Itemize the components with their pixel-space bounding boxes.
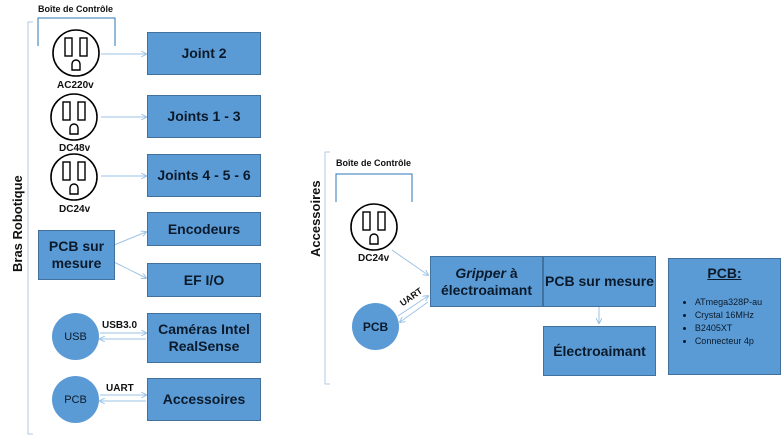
outlet-icon xyxy=(50,153,98,201)
outlet-label: DC48v xyxy=(59,143,91,154)
joints-4-5-6-box: Joints 4 - 5 - 6 xyxy=(147,154,261,197)
pcb-info-item: Connecteur 4p xyxy=(695,335,762,348)
control-box-label: Boîte de Contrôle xyxy=(336,158,412,168)
usb-circle: USB xyxy=(52,313,99,360)
usb-link-label: USB3.0 xyxy=(102,320,138,331)
gripper-box: Gripper à électroaimant xyxy=(430,256,543,307)
pcb-info-box: PCB: ATmega328P-au Crystal 16MHz B2405XT… xyxy=(668,258,781,375)
pcb-sur-mesure-box: PCB sur mesure xyxy=(38,230,115,280)
outlet-icon xyxy=(50,93,98,141)
outlet-icon xyxy=(350,203,398,251)
outlet-label: AC220v xyxy=(57,80,94,91)
pcb-sur-mesure-box: PCB sur mesure xyxy=(543,256,656,307)
outlet-label: DC24v xyxy=(59,204,91,215)
section-title-accessoires: Accessoires xyxy=(308,180,323,257)
gripper-rest: à électroaimant xyxy=(440,264,533,298)
pcb-circle: PCB xyxy=(52,376,99,423)
gripper-italic: Gripper xyxy=(455,264,506,281)
outlet-label: DC24v xyxy=(358,253,390,264)
pcb-info-title: PCB: xyxy=(707,265,742,281)
uart-link-label: UART xyxy=(106,383,134,394)
pcb-info-item: ATmega328P-au xyxy=(695,296,762,309)
outlet-icon xyxy=(52,29,100,77)
section-title-bras: Bras Robotique xyxy=(10,175,25,272)
pcb-info-item: Crystal 16MHz xyxy=(695,309,762,322)
pcb-circle: PCB xyxy=(352,303,399,350)
accessoires-box: Accessoires xyxy=(147,378,261,421)
ef-io-box: EF I/O xyxy=(147,263,261,297)
encodeurs-box: Encodeurs xyxy=(147,212,261,246)
joints-1-3-box: Joints 1 - 3 xyxy=(147,95,261,138)
control-box-label: Boîte de Contrôle xyxy=(38,4,114,14)
electroaimant-box: Électroaimant xyxy=(543,326,656,376)
pcb-info-item: B2405XT xyxy=(695,322,762,335)
cameras-box: Caméras Intel RealSense xyxy=(147,313,261,363)
joint-2-box: Joint 2 xyxy=(147,32,261,75)
